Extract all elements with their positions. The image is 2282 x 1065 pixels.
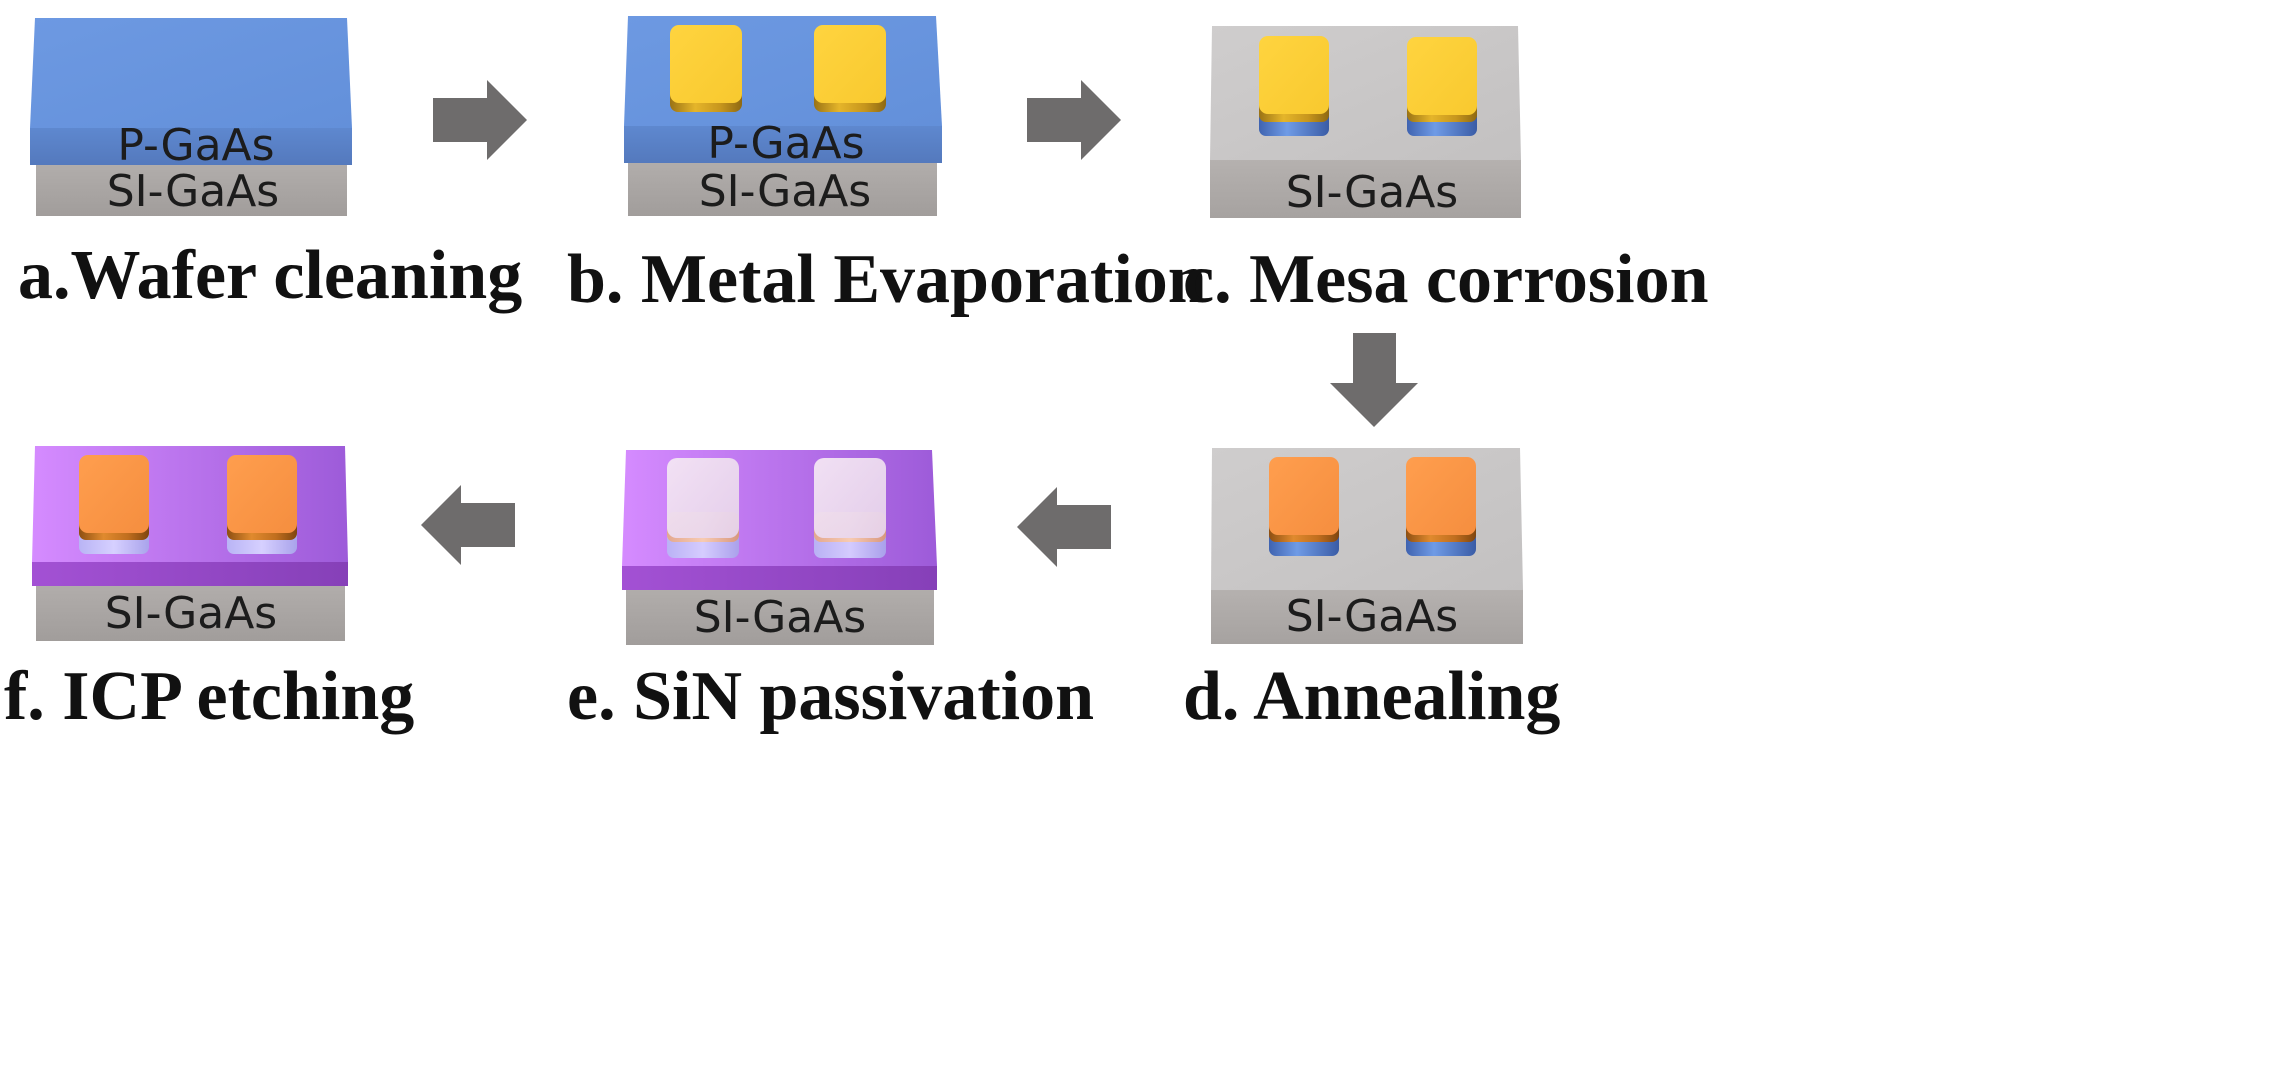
si-gaas-label: SI-GaAs <box>699 166 871 217</box>
si-gaas-substrate <box>36 165 347 216</box>
si-gaas-label: SI-GaAs <box>694 592 866 643</box>
arrow-c-to-d <box>1330 333 1418 427</box>
step-a-wafer: P-GaAs SI-GaAs <box>30 18 352 217</box>
p-gaas-label: P-GaAs <box>117 120 274 171</box>
gold-contact-right <box>1407 37 1477 136</box>
arrow-b-to-c <box>1027 80 1121 160</box>
etched-contact-right <box>227 455 297 554</box>
gold-contact-left <box>670 25 742 112</box>
mesa-top-surface <box>1211 448 1523 590</box>
caption-step-f: f. ICP etching <box>4 658 414 735</box>
caption-step-a: a.Wafer cleaning <box>18 237 522 314</box>
caption-step-b: b. Metal Evaporation <box>567 241 1207 318</box>
si-gaas-substrate <box>1210 160 1521 218</box>
si-gaas-substrate <box>626 590 934 645</box>
caption-step-d: d. Annealing <box>1183 658 1560 735</box>
step-d-wafer: SI-GaAs <box>1211 448 1523 644</box>
sin-layer <box>32 562 348 586</box>
p-gaas-label: P-GaAs <box>707 118 864 169</box>
si-gaas-label: SI-GaAs <box>1286 591 1458 642</box>
caption-step-c: c. Mesa corrosion <box>1183 241 1709 318</box>
arrow-e-to-f <box>421 485 515 565</box>
p-gaas-top-surface <box>30 18 352 128</box>
annealed-contact-left <box>1269 457 1339 556</box>
passivated-contact-right <box>814 458 886 558</box>
si-gaas-label: SI-GaAs <box>1286 167 1458 218</box>
annealed-contact-right <box>1406 457 1476 556</box>
step-b-wafer: P-GaAs SI-GaAs <box>624 16 942 217</box>
si-gaas-substrate <box>1211 590 1523 644</box>
step-c-wafer: SI-GaAs <box>1210 26 1521 218</box>
etched-contact-left <box>79 455 149 554</box>
p-gaas-layer <box>30 128 352 165</box>
arrow-d-to-e <box>1017 487 1111 567</box>
si-gaas-label: SI-GaAs <box>105 588 277 639</box>
gold-contact-right <box>814 25 886 112</box>
sin-layer <box>622 566 937 590</box>
step-f-wafer: SI-GaAs <box>32 446 348 641</box>
p-gaas-layer <box>624 126 942 163</box>
caption-step-e: e. SiN passivation <box>567 658 1094 735</box>
arrow-a-to-b <box>433 80 527 160</box>
passivated-contact-left <box>667 458 739 558</box>
si-gaas-substrate <box>628 163 937 216</box>
gold-contact-left <box>1259 36 1329 136</box>
si-gaas-substrate <box>36 586 345 641</box>
step-e-wafer: SI-GaAs <box>622 450 937 645</box>
si-gaas-label: SI-GaAs <box>107 166 279 217</box>
